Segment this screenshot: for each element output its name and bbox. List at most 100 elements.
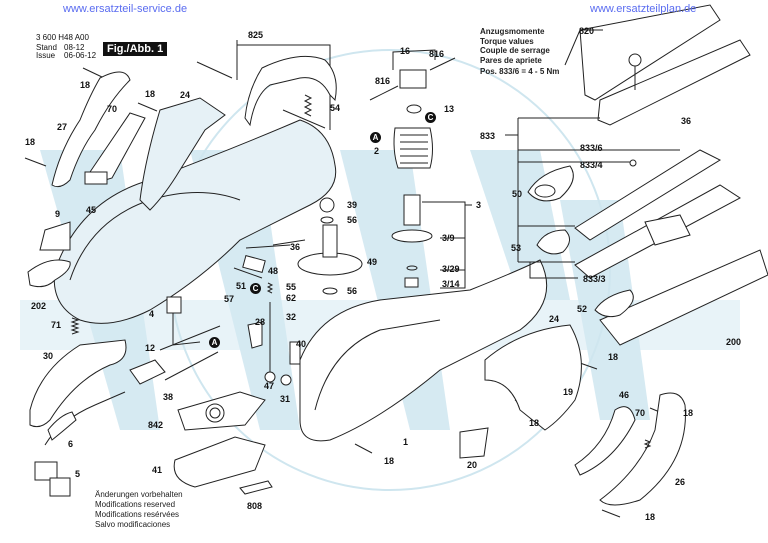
part-label-16[interactable]: 16 bbox=[400, 46, 411, 56]
part-label-28[interactable]: 28 bbox=[255, 317, 266, 327]
rail-top bbox=[579, 4, 721, 101]
part-label-833-6[interactable]: 833/6 bbox=[580, 143, 603, 153]
watermark-right[interactable]: www.ersatzteilplan.de bbox=[590, 3, 697, 15]
part-label-5[interactable]: 5 bbox=[75, 469, 81, 479]
part-label-62[interactable]: 62 bbox=[286, 293, 297, 303]
part-label-45[interactable]: 45 bbox=[86, 205, 97, 215]
torque-values: Anzugsmomente Torque values Couple de se… bbox=[480, 27, 559, 77]
part-label-31[interactable]: 31 bbox=[280, 394, 291, 404]
part-label-57[interactable]: 57 bbox=[224, 294, 235, 304]
part-label-18[interactable]: 18 bbox=[608, 352, 619, 362]
part-label-24[interactable]: 24 bbox=[180, 90, 191, 100]
brush-816-right bbox=[429, 57, 456, 71]
part-label-808[interactable]: 808 bbox=[247, 501, 263, 511]
part-label-3-14[interactable]: 3/14 bbox=[442, 279, 460, 289]
part-label-18[interactable]: 18 bbox=[683, 408, 694, 418]
vent-cover-24 bbox=[139, 97, 226, 211]
part-label-40[interactable]: 40 bbox=[296, 339, 307, 349]
modification-notes: Änderungen vorbehalten Modifications res… bbox=[95, 490, 183, 530]
part-label-51[interactable]: 51 bbox=[236, 281, 247, 291]
part-label-12[interactable]: 12 bbox=[145, 343, 156, 353]
part-label-6[interactable]: 6 bbox=[68, 439, 74, 449]
part-label-3[interactable]: 3 bbox=[476, 200, 482, 210]
part-label-52[interactable]: 52 bbox=[577, 304, 588, 314]
housing-right-half bbox=[299, 259, 548, 442]
part-label-38[interactable]: 38 bbox=[163, 392, 174, 402]
part-label-36[interactable]: 36 bbox=[681, 116, 692, 126]
part-label-816[interactable]: 816 bbox=[429, 49, 445, 59]
part-label-3-9[interactable]: 3/9 bbox=[442, 233, 455, 243]
plate-53 bbox=[536, 229, 570, 255]
part-label-18[interactable]: 18 bbox=[384, 456, 395, 466]
part-label-27[interactable]: 27 bbox=[57, 122, 68, 132]
part-label-39[interactable]: 39 bbox=[347, 200, 358, 210]
spring-70-right bbox=[643, 439, 652, 449]
part-label-30[interactable]: 30 bbox=[43, 351, 54, 361]
part-label-202[interactable]: 202 bbox=[31, 301, 47, 311]
part-label-18[interactable]: 18 bbox=[145, 89, 156, 99]
part-label-825[interactable]: 825 bbox=[248, 30, 264, 40]
gearbox-cover-41 bbox=[173, 436, 266, 488]
marker-c: C bbox=[425, 112, 436, 123]
watermark-left[interactable]: www.ersatzteil-service.de bbox=[63, 3, 188, 15]
part-label-47[interactable]: 47 bbox=[264, 381, 275, 391]
brush-816-left bbox=[369, 85, 399, 101]
part-label-46[interactable]: 46 bbox=[619, 390, 630, 400]
handle-guard-26 bbox=[599, 392, 686, 506]
part-label-1[interactable]: 1 bbox=[403, 437, 409, 447]
part-label-20[interactable]: 20 bbox=[467, 460, 478, 470]
stand-label: Stand bbox=[36, 43, 57, 52]
bearing-13 bbox=[406, 104, 422, 114]
part-label-18[interactable]: 18 bbox=[645, 512, 656, 522]
part-label-55[interactable]: 55 bbox=[286, 282, 297, 292]
spring-55 bbox=[266, 282, 274, 294]
part-label-9[interactable]: 9 bbox=[55, 209, 61, 219]
part-label-50[interactable]: 50 bbox=[512, 189, 523, 199]
gearbox-plate-842 bbox=[177, 391, 266, 431]
part-label-2[interactable]: 2 bbox=[374, 146, 380, 156]
blade-assembly bbox=[574, 4, 768, 346]
part-label-36[interactable]: 36 bbox=[290, 242, 301, 252]
spring-71 bbox=[70, 317, 80, 335]
part-label-18[interactable]: 18 bbox=[80, 80, 91, 90]
label-9-plate bbox=[39, 221, 71, 251]
brush-holder-16 bbox=[399, 69, 427, 89]
cap-820 bbox=[628, 53, 642, 67]
note-line: Modifications resérvées bbox=[95, 510, 180, 519]
note-line: Salvo modificaciones bbox=[95, 520, 171, 529]
part-label-71[interactable]: 71 bbox=[51, 320, 62, 330]
part-label-53[interactable]: 53 bbox=[511, 243, 522, 253]
part-label-816[interactable]: 816 bbox=[375, 76, 391, 86]
part-label-820[interactable]: 820 bbox=[579, 26, 595, 36]
part-label-833[interactable]: 833 bbox=[480, 131, 496, 141]
part-label-41[interactable]: 41 bbox=[152, 465, 163, 475]
part-label-56[interactable]: 56 bbox=[347, 286, 358, 296]
part-label-24[interactable]: 24 bbox=[549, 314, 560, 324]
part-label-18[interactable]: 18 bbox=[25, 137, 36, 147]
part-label-842[interactable]: 842 bbox=[148, 420, 164, 430]
bracket-825 bbox=[236, 40, 331, 48]
part-label-18[interactable]: 18 bbox=[529, 418, 540, 428]
part-label-19[interactable]: 19 bbox=[563, 387, 574, 397]
part-label-833-4[interactable]: 833/4 bbox=[580, 160, 603, 170]
part-label-3-29[interactable]: 3/29 bbox=[442, 264, 460, 274]
part-label-26[interactable]: 26 bbox=[675, 477, 686, 487]
part-label-48[interactable]: 48 bbox=[268, 266, 279, 276]
handle-825 bbox=[244, 55, 337, 127]
part-label-833-3[interactable]: 833/3 bbox=[583, 274, 606, 284]
part-label-13[interactable]: 13 bbox=[444, 104, 455, 114]
part-label-32[interactable]: 32 bbox=[286, 312, 297, 322]
part-label-70[interactable]: 70 bbox=[635, 408, 646, 418]
torque-spec: Pos. 833/6 = 4 - 5 Nm bbox=[480, 67, 560, 76]
label-20 bbox=[459, 427, 489, 459]
part-label-200[interactable]: 200 bbox=[726, 337, 742, 347]
part-label-4[interactable]: 4 bbox=[149, 309, 155, 319]
washer-56 bbox=[320, 216, 334, 224]
part-label-49[interactable]: 49 bbox=[367, 257, 378, 267]
part-label-54[interactable]: 54 bbox=[330, 103, 341, 113]
part-label-56[interactable]: 56 bbox=[347, 215, 358, 225]
note-line: Änderungen vorbehalten bbox=[95, 490, 183, 499]
part-label-70[interactable]: 70 bbox=[107, 104, 118, 114]
blade-guard-200 bbox=[599, 249, 768, 346]
